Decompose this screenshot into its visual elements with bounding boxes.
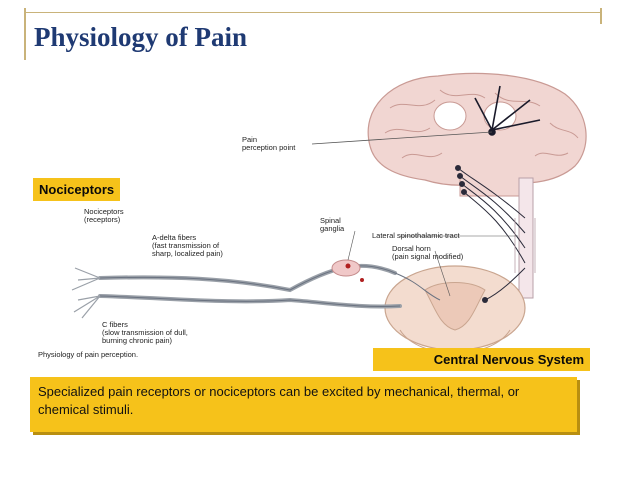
label-pain: Pain [242,135,257,144]
frame-left-line [24,8,26,60]
label-a-delta: A-delta fibers [152,233,196,242]
label-dorsal-horn-desc: (pain signal modified) [392,252,464,261]
slide-title: Physiology of Pain [34,22,248,52]
spinothalamic-fibers [455,165,526,264]
label-receptors: (receptors) [84,215,121,224]
nociceptors-callout: Nociceptors [33,178,121,201]
label-spinal: Spinal [320,216,341,225]
cns-callout: Central Nervous System [373,348,590,371]
label-nociceptors: Nociceptors [84,207,124,216]
label-perception-point: perception point [242,143,296,152]
label-c-fibers: C fibers [102,320,128,329]
thalamus-arrows [474,85,541,136]
pain-physiology-diagram: Pain perception point Nociceptors (recep… [38,72,587,359]
frame-right-line [600,8,602,24]
brain-illustration [367,72,587,197]
label-dorsal-horn: Dorsal horn [392,244,431,253]
label-a-delta-desc1: (fast transmission of [152,241,220,250]
label-a-delta-desc2: sharp, localized pain) [152,249,223,258]
pain-perception-line [311,131,493,145]
label-c-fibers-desc2: burning chronic pain) [102,336,173,345]
spinal-cord-section [384,265,526,353]
spinal-ganglion [331,259,361,277]
spinal-tract [518,177,534,299]
receptor-endings [71,267,101,319]
label-lateral-tract: Lateral spinothalamic tract [372,231,460,240]
label-ganglia: ganglia [320,224,345,233]
frame-top-line [24,12,602,13]
label-c-fibers-desc1: (slow transmission of dull, [102,328,188,337]
description-box: Specialized pain receptors or nociceptor… [30,377,577,432]
diagram-caption: Physiology of pain perception. [38,350,138,359]
